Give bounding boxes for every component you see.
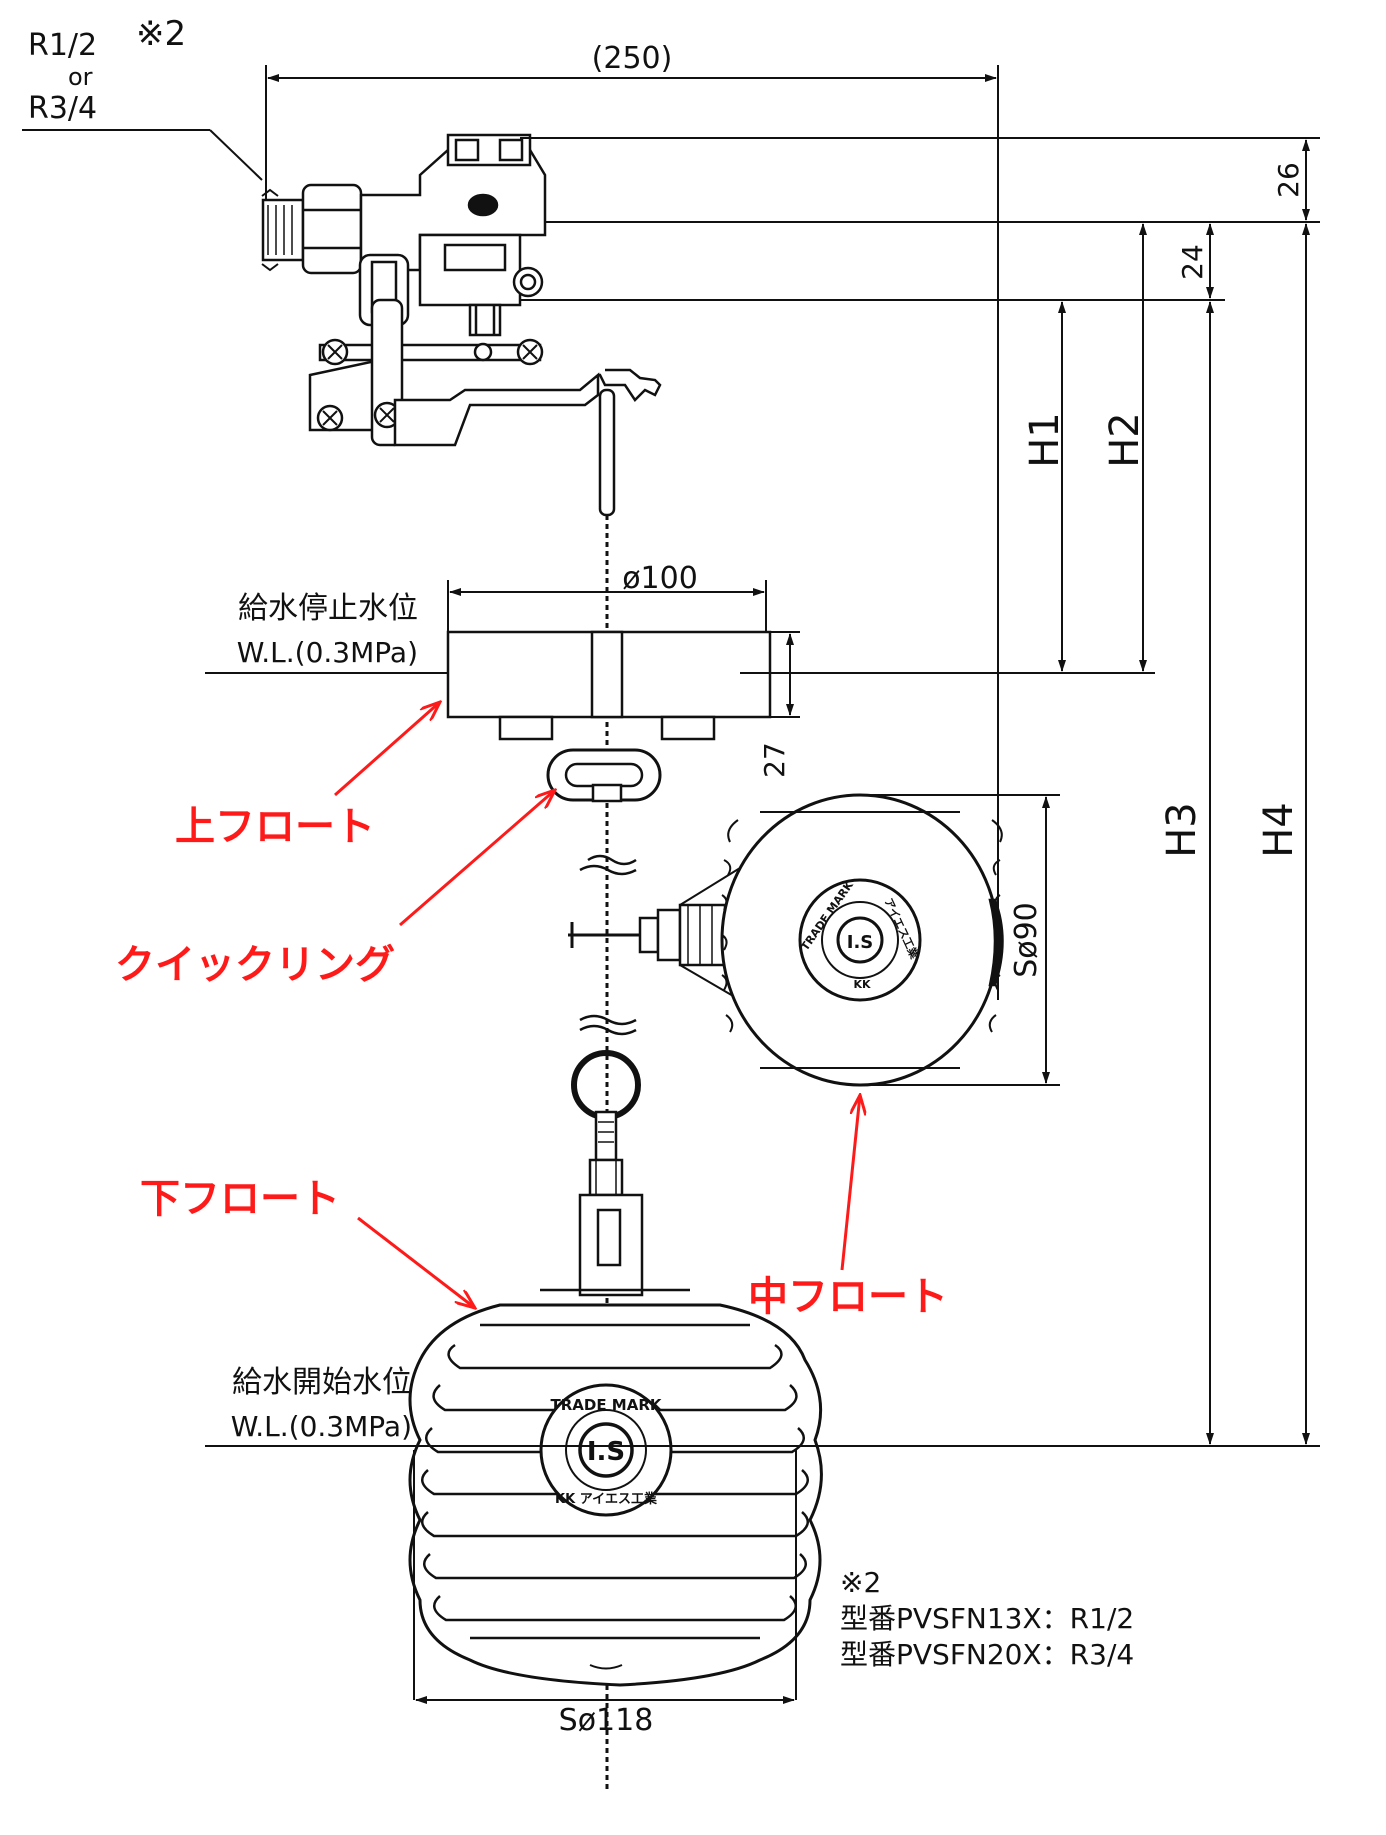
trademark-bottom: KK アイエス工業 (555, 1491, 658, 1507)
dimension-lines (22, 65, 1320, 1704)
upper-height-label: 27 (758, 742, 791, 778)
h1-label: H1 (1022, 412, 1068, 468)
h4-label: H4 (1256, 802, 1302, 858)
notes-mark: ※2 (840, 1566, 881, 1599)
mid-trademark-bottom: KK (853, 978, 871, 991)
h2-label: H2 (1102, 412, 1148, 468)
stop-level-wl: W.L.(0.3MPa) (237, 636, 418, 669)
notes-line-2: 型番PVSFN20X：R3/4 (840, 1638, 1134, 1671)
dim-26-label: 26 (1272, 162, 1305, 198)
stop-level-jp: 給水停止水位 (238, 591, 418, 626)
middle-float (568, 793, 1004, 1087)
trademark-center: I.S (587, 1437, 625, 1467)
upper-diameter-label: ø100 (622, 561, 698, 596)
inlet-size-b: R3/4 (28, 91, 97, 126)
water-level-labels: 給水停止水位 W.L.(0.3MPa) 給水開始水位 W.L.(0.3MPa) (231, 591, 418, 1443)
inlet-note-mark: ※2 (136, 14, 186, 54)
h3-label: H3 (1159, 802, 1205, 858)
dim-24-label: 24 (1176, 244, 1209, 280)
start-level-jp: 給水開始水位 (232, 1365, 412, 1400)
start-level-wl: W.L.(0.3MPa) (231, 1410, 412, 1443)
middle-float-label: 中フロート (748, 1274, 948, 1320)
inlet-or: or (68, 63, 93, 91)
lower-float-label: 下フロート (140, 1176, 340, 1222)
middle-diameter-label: Sø90 (1009, 902, 1044, 978)
dimension-labels: R1/2 ※2 or R3/4 (250) 26 24 H1 H2 H3 H4 … (28, 14, 1305, 1738)
inlet-size-a: R1/2 (28, 28, 97, 63)
model-notes: ※2 型番PVSFN13X：R1/2 型番PVSFN20X：R3/4 (840, 1566, 1134, 1671)
valve-body (261, 133, 662, 517)
notes-line-1: 型番PVSFN13X：R1/2 (840, 1602, 1134, 1635)
width-dim-label: (250) (592, 41, 673, 76)
mid-trademark-center: I.S (847, 932, 874, 953)
callouts: 上フロート クイックリング 下フロート 中フロート (115, 702, 948, 1320)
trademark-top: TRADE MARK (550, 1396, 662, 1414)
lower-diameter-label: Sø118 (559, 1703, 654, 1738)
upper-float (446, 630, 772, 803)
quick-ring-label: クイックリング (115, 942, 395, 988)
upper-float-label: 上フロート (175, 804, 375, 850)
lower-float (408, 1050, 823, 1687)
